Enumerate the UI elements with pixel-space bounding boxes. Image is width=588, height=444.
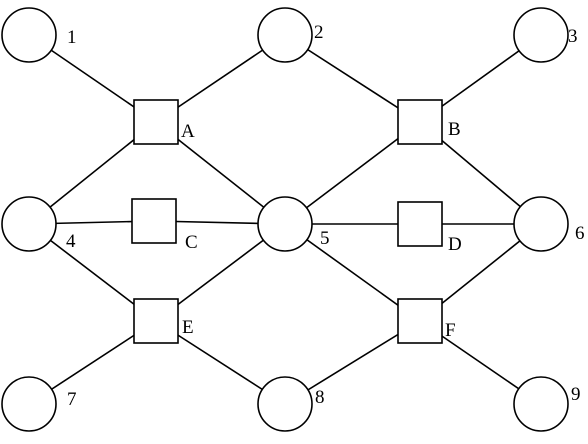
square-node-label-F: F <box>445 320 456 341</box>
square-node-label-A: A <box>181 121 195 142</box>
circle-node-label-4: 4 <box>66 231 76 252</box>
square-node-E <box>133 298 179 344</box>
circle-node-label-8: 8 <box>315 387 325 408</box>
circle-node-9 <box>513 376 569 432</box>
circle-node-label-3: 3 <box>568 26 578 47</box>
circle-node-6 <box>513 196 569 252</box>
circle-node-7 <box>1 376 57 432</box>
square-node-B <box>397 99 443 145</box>
square-node-label-B: B <box>448 119 461 140</box>
circle-node-4 <box>1 196 57 252</box>
circle-node-5 <box>257 196 313 252</box>
square-node-label-D: D <box>448 234 462 255</box>
circle-node-label-1: 1 <box>67 27 77 48</box>
circle-node-3 <box>513 7 569 63</box>
square-node-label-C: C <box>185 232 198 253</box>
circle-node-label-7: 7 <box>67 389 77 410</box>
circle-node-1 <box>1 7 57 63</box>
square-node-D <box>397 201 443 247</box>
circle-node-8 <box>257 376 313 432</box>
square-node-A <box>133 99 179 145</box>
square-node-F <box>397 298 443 344</box>
circle-node-label-9: 9 <box>571 384 581 405</box>
nodes-layer <box>1 7 569 432</box>
circle-node-label-2: 2 <box>314 22 324 43</box>
circle-node-label-5: 5 <box>320 228 330 249</box>
circle-node-label-6: 6 <box>575 223 585 244</box>
square-node-label-E: E <box>182 317 194 338</box>
labels-layer: 1 2 3 4 5 6 7 8 9 A B C D E F <box>66 22 585 410</box>
circle-node-2 <box>257 7 313 63</box>
square-node-C <box>131 198 177 244</box>
